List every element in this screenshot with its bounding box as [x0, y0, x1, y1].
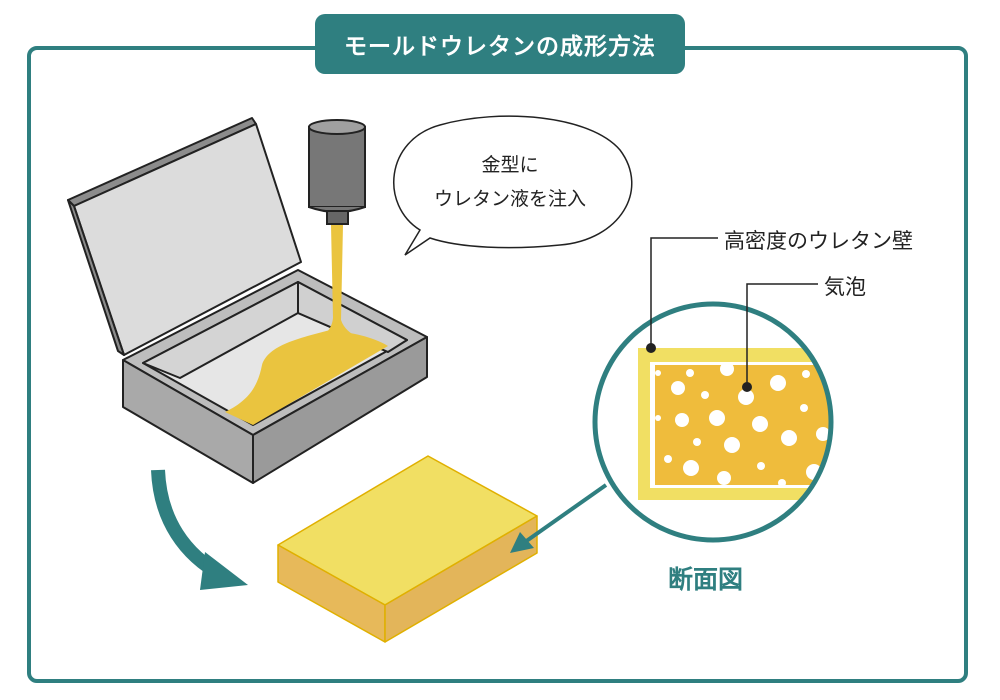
- speech-bubble: [393, 115, 633, 256]
- bubble-line-1: 金型に: [481, 154, 539, 176]
- label-cross-section: 断面図: [668, 565, 744, 594]
- urethane-stream: [320, 225, 360, 338]
- diagram-title: モールドウレタンの成形方法: [315, 14, 685, 74]
- section-pointer: [510, 483, 608, 553]
- label-high-density-wall: 高密度のウレタン壁: [724, 229, 913, 253]
- mold-lid: [67, 117, 302, 356]
- injection-nozzle: [308, 119, 366, 225]
- air-bubbles: [655, 362, 830, 487]
- leader-lines: [650, 237, 818, 388]
- speech-bubble-text: 金型に ウレタン液を注入: [400, 148, 620, 216]
- label-air-bubble: 気泡: [824, 275, 866, 299]
- magnifier-circle: [592, 301, 834, 543]
- process-arrow: [151, 469, 248, 590]
- cross-section: [638, 348, 831, 500]
- bubble-line-2: ウレタン液を注入: [433, 188, 586, 210]
- foam-block: [277, 455, 538, 643]
- urethane-pool: [225, 330, 388, 425]
